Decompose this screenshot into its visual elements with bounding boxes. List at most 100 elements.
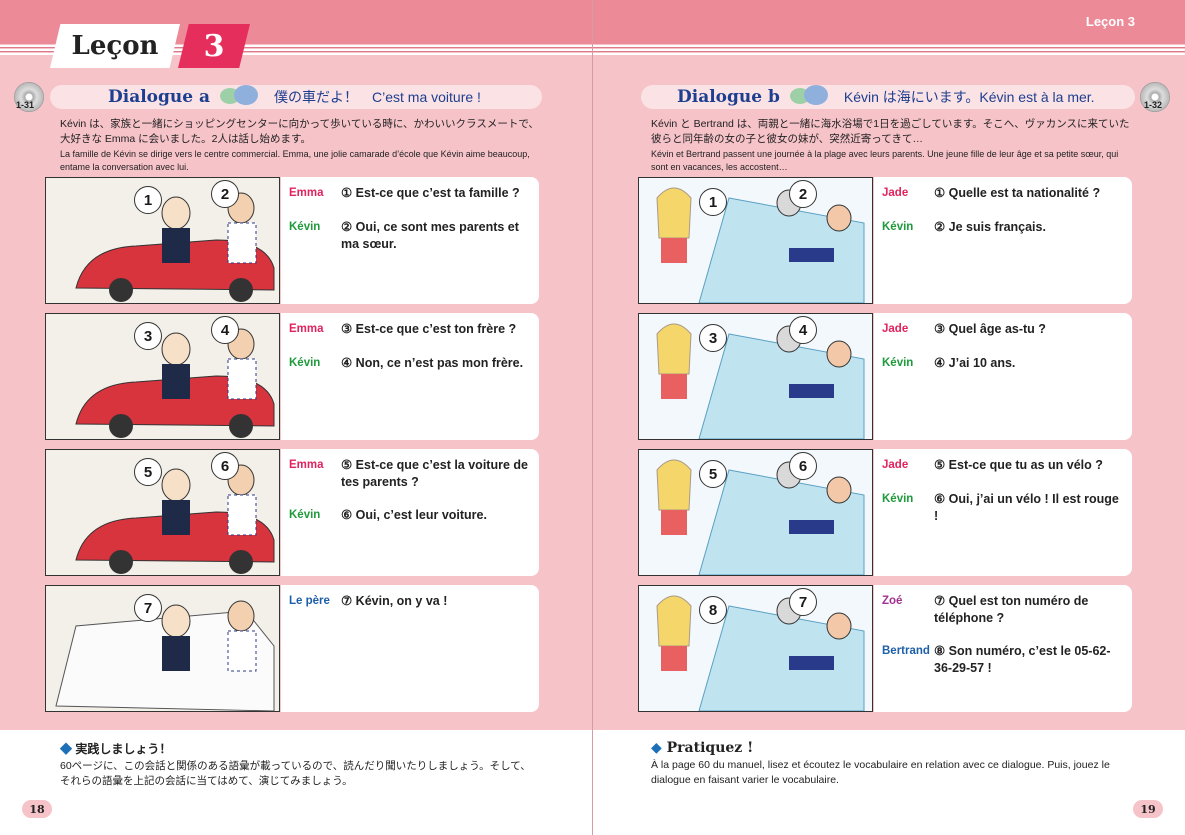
- speaker-name: Kévin: [289, 221, 321, 233]
- speech-bubble-number: 1: [699, 188, 727, 216]
- utterance: ⑤ Est-ce que tu as un vélo ?: [934, 458, 1103, 472]
- page-number: 18: [22, 800, 52, 818]
- speech-bubbles-icon: [218, 85, 266, 109]
- speech-bubble-number: 1: [134, 186, 162, 214]
- dialogue-line: Jade ⑤ Est-ce que tu as un vélo ?: [882, 457, 1126, 474]
- dialogue-text: Zoé ⑦ Quel est ton numéro de téléphone ? B…: [874, 585, 1132, 712]
- stripe: [0, 49, 592, 51]
- cd-track: 1-31: [16, 100, 35, 110]
- utterance: ⑦ Kévin, on y va !: [341, 594, 448, 608]
- practice-area: [0, 730, 592, 835]
- stripe: [0, 53, 592, 55]
- utterance: ⑥ Oui, j’ai un vélo ! Il est rouge !: [934, 492, 1119, 523]
- speaker-name: Kévin: [882, 493, 914, 505]
- dialogue-row: 7 Le père ⑦ Kévin, on y va !: [45, 585, 539, 713]
- utterance: ① Quelle est ta nationalité ?: [934, 186, 1101, 200]
- lecon-label: Leçon: [50, 24, 180, 68]
- illustration-drawing: [46, 314, 279, 439]
- diamond-icon: ◆: [651, 740, 662, 756]
- dialogue-line: Kévin ⑥ Oui, j’ai un vélo ! Il est rouge …: [882, 491, 1126, 525]
- practice-section: ◆ Pratiquez ! À la page 60 du manuel, li…: [651, 740, 1131, 788]
- stripe: [0, 47, 592, 48]
- stripe: [593, 49, 1185, 51]
- dialogue-title-bar: Dialogue b Kévin は海にいます。Kévin est à la m…: [641, 85, 1135, 109]
- speech-bubble-number: 5: [699, 460, 727, 488]
- dialogue-line: Jade ③ Quel âge as-tu ?: [882, 321, 1126, 338]
- speech-bubble-number: 4: [211, 316, 239, 344]
- speech-bubble-number: 7: [134, 594, 162, 622]
- speech-bubble-number: 2: [789, 180, 817, 208]
- practice-body: 60ページに、この会話と関係のある語彙が載っているので、読んだり聞いたりしましょ…: [60, 760, 531, 787]
- stripe: [593, 53, 1185, 55]
- illustration-drawing: [639, 586, 872, 711]
- speaker-name: Emma: [289, 459, 324, 471]
- page-number: 19: [1133, 800, 1163, 818]
- utterance: ③ Quel âge as-tu ?: [934, 322, 1046, 336]
- utterance: ④ J’ai 10 ans.: [934, 356, 1016, 370]
- speaker-name: Kévin: [289, 357, 321, 369]
- practice-section: ◆ 実践しましょう！ 60ページに、この会話と関係のある語彙が載っているので、読…: [60, 740, 540, 789]
- cd-icon: [1140, 82, 1170, 112]
- utterance: ④ Non, ce n’est pas mon frère.: [341, 356, 524, 370]
- lecon-number: 3: [178, 24, 250, 68]
- intro: Kévin は、家族と一緒にショッピングセンターに向かって歩いている時に、かわい…: [60, 117, 542, 173]
- stripe: [593, 45, 1185, 47]
- practice-title: 実践しましょう！: [75, 742, 172, 756]
- dialogue-subtitle: Kévin は海にいます。Kévin est à la mer.: [843, 89, 1095, 105]
- practice-area: [593, 730, 1185, 835]
- cd-track: 1-32: [1144, 100, 1163, 110]
- dialogue-text: Emma ⑤ Est-ce que c’est la voiture de tes…: [281, 449, 539, 576]
- right-page: Leçon 3 1-32 Dialogue b Kévin は海にいます。Kév…: [593, 0, 1185, 835]
- speaker-name: Bertrand: [882, 645, 930, 657]
- illustration-drawing: [46, 586, 279, 711]
- speaker-name: Le père: [289, 595, 330, 607]
- utterance: ⑤ Est-ce que c’est la voiture de tes par…: [341, 458, 528, 489]
- speech-bubble-number: 2: [211, 180, 239, 208]
- top-band: [593, 0, 1185, 44]
- speech-bubble-number: 3: [134, 322, 162, 350]
- stripe: [0, 51, 592, 52]
- speaker-name: Jade: [882, 459, 909, 471]
- dialogue-line: Zoé ⑦ Quel est ton numéro de téléphone ?: [882, 593, 1126, 627]
- illustration-drawing: [46, 178, 279, 303]
- dialogue-line: Kévin ④ Non, ce n’est pas mon frère.: [289, 355, 533, 372]
- speech-bubble-number: 6: [211, 452, 239, 480]
- stripe: [0, 45, 592, 47]
- dialogue-text: Le père ⑦ Kévin, on y va !: [281, 585, 539, 712]
- dialogue-line: Emma ⑤ Est-ce que c’est la voiture de tes…: [289, 457, 533, 491]
- illustration-drawing: [639, 314, 872, 439]
- practice-title: Pratiquez !: [666, 740, 754, 756]
- speaker-name: Jade: [882, 323, 909, 335]
- speech-bubbles-icon: [788, 85, 836, 109]
- dialogue-title: Dialogue b: [677, 87, 780, 107]
- illustration-drawing: [46, 450, 279, 575]
- utterance: ② Je suis français.: [934, 220, 1046, 234]
- dialogue-line: Le père ⑦ Kévin, on y va !: [289, 593, 533, 610]
- left-page: Leçon 3 1-31 Dialogue a 僕の車だよ！ C’est ma …: [0, 0, 592, 835]
- illustration: 7: [45, 585, 280, 712]
- utterance: ③ Est-ce que c’est ton frère ?: [341, 322, 517, 336]
- utterance: ⑦ Quel est ton numéro de téléphone ?: [934, 594, 1089, 625]
- stripe: [593, 47, 1185, 48]
- stripe: [593, 51, 1185, 52]
- speaker-name: Zoé: [882, 595, 903, 607]
- speech-bubble-number: 3: [699, 324, 727, 352]
